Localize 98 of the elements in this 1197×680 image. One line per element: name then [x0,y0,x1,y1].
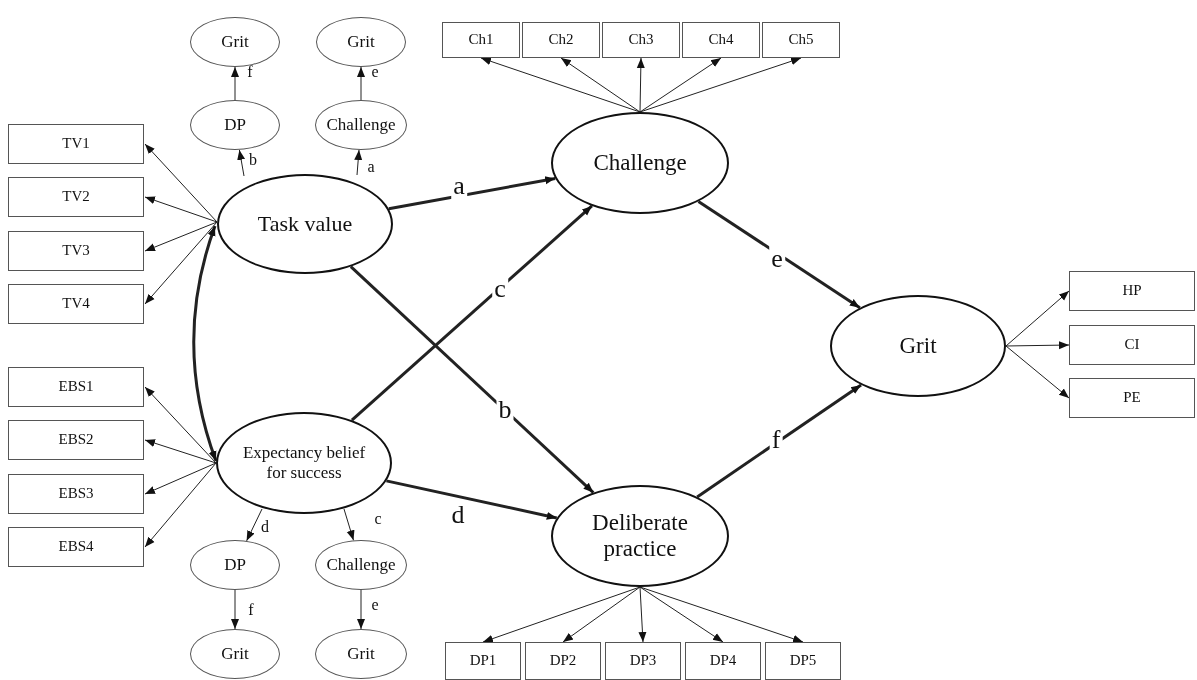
arrow [144,462,217,548]
indicator-box [525,642,601,680]
node-label: Ch3 [628,31,654,49]
arrow [697,200,861,309]
indicator-box [1069,271,1195,311]
arrow [480,57,641,113]
node-label: CI [1124,336,1140,354]
indicator-box [8,474,144,514]
node-label: Grit [221,644,249,664]
node-label: EBS1 [58,378,94,396]
arrow [237,149,246,177]
node-label: Ch2 [548,31,574,49]
node-label: DP4 [709,652,737,670]
node-label: DP [224,555,246,575]
arrow [144,221,218,252]
arrow [343,508,355,541]
indicator-box [605,642,681,680]
path-label: a [367,159,375,175]
path-label: f [247,64,253,80]
arrow [639,586,724,643]
indicator-box [522,22,600,58]
indicator-box [445,642,521,680]
indicator-box [1069,378,1195,418]
path-label: e [371,64,379,80]
node-label: TV3 [62,242,90,260]
indicator-box [8,177,144,217]
node-label: PE [1123,389,1141,407]
node-label: TV4 [62,295,90,313]
path-label: f [248,602,254,618]
path-label: d [261,519,269,535]
node-label: TV1 [62,135,90,153]
arrow [246,508,263,542]
arrow [231,589,239,630]
arrow [696,383,862,499]
node-label: Ch1 [468,31,494,49]
indicator-box [8,527,144,567]
arrow [231,66,239,101]
node-label: Grit [347,32,375,52]
arrow [1005,290,1070,347]
arrow [482,586,641,643]
arrow [192,225,218,462]
arrow [560,57,641,113]
arrow [388,176,556,211]
arrow [357,66,365,101]
indicator-box [8,124,144,164]
indicator-box [1069,325,1195,365]
node-label: Grit [347,644,375,664]
node-label: Expectancy belief for success [241,443,367,483]
path-label: b [249,152,257,168]
arrow [144,196,218,223]
arrow [354,149,363,176]
arrow [350,204,593,422]
arrow [1005,345,1070,399]
indicator-box [765,642,841,680]
node-label: Challenge [326,115,396,135]
node-label: EBS3 [58,485,94,503]
arrow [638,586,647,643]
node-label: DP [224,115,246,135]
node-label: Task value [257,211,353,237]
arrow [349,265,595,494]
node-label: Ch5 [788,31,814,49]
arrow [144,462,217,495]
arrow [636,57,645,113]
arrow [639,586,804,643]
arrow [144,439,217,464]
arrow [639,57,802,113]
node-label: DP2 [549,652,577,670]
indicator-box [8,420,144,460]
node-label: EBS2 [58,431,94,449]
node-label: EBS4 [58,538,94,556]
indicator-box [8,231,144,271]
indicator-box [685,642,761,680]
arrow [357,589,365,630]
node-label: HP [1122,282,1142,300]
node-label: TV2 [62,188,90,206]
arrow [639,57,722,113]
arrow [144,386,217,464]
arrow [144,143,218,223]
node-label: Challenge [326,555,396,575]
path-label: c [374,511,382,527]
node-label: Grit [899,332,937,360]
indicator-box [602,22,680,58]
indicator-box [442,22,520,58]
indicator-box [682,22,760,58]
node-label: DP5 [789,652,817,670]
node-label: Challenge [593,149,687,177]
arrow [144,221,218,305]
node-label: DP3 [629,652,657,670]
indicator-box [8,367,144,407]
node-label: Ch4 [708,31,734,49]
node-label: Grit [221,32,249,52]
node-label: DP1 [469,652,497,670]
indicator-box [8,284,144,324]
node-label: Deliberate practice [591,509,689,563]
indicator-box [762,22,840,58]
arrow [562,586,641,643]
arrow [1005,341,1070,350]
path-label: e [371,597,379,613]
